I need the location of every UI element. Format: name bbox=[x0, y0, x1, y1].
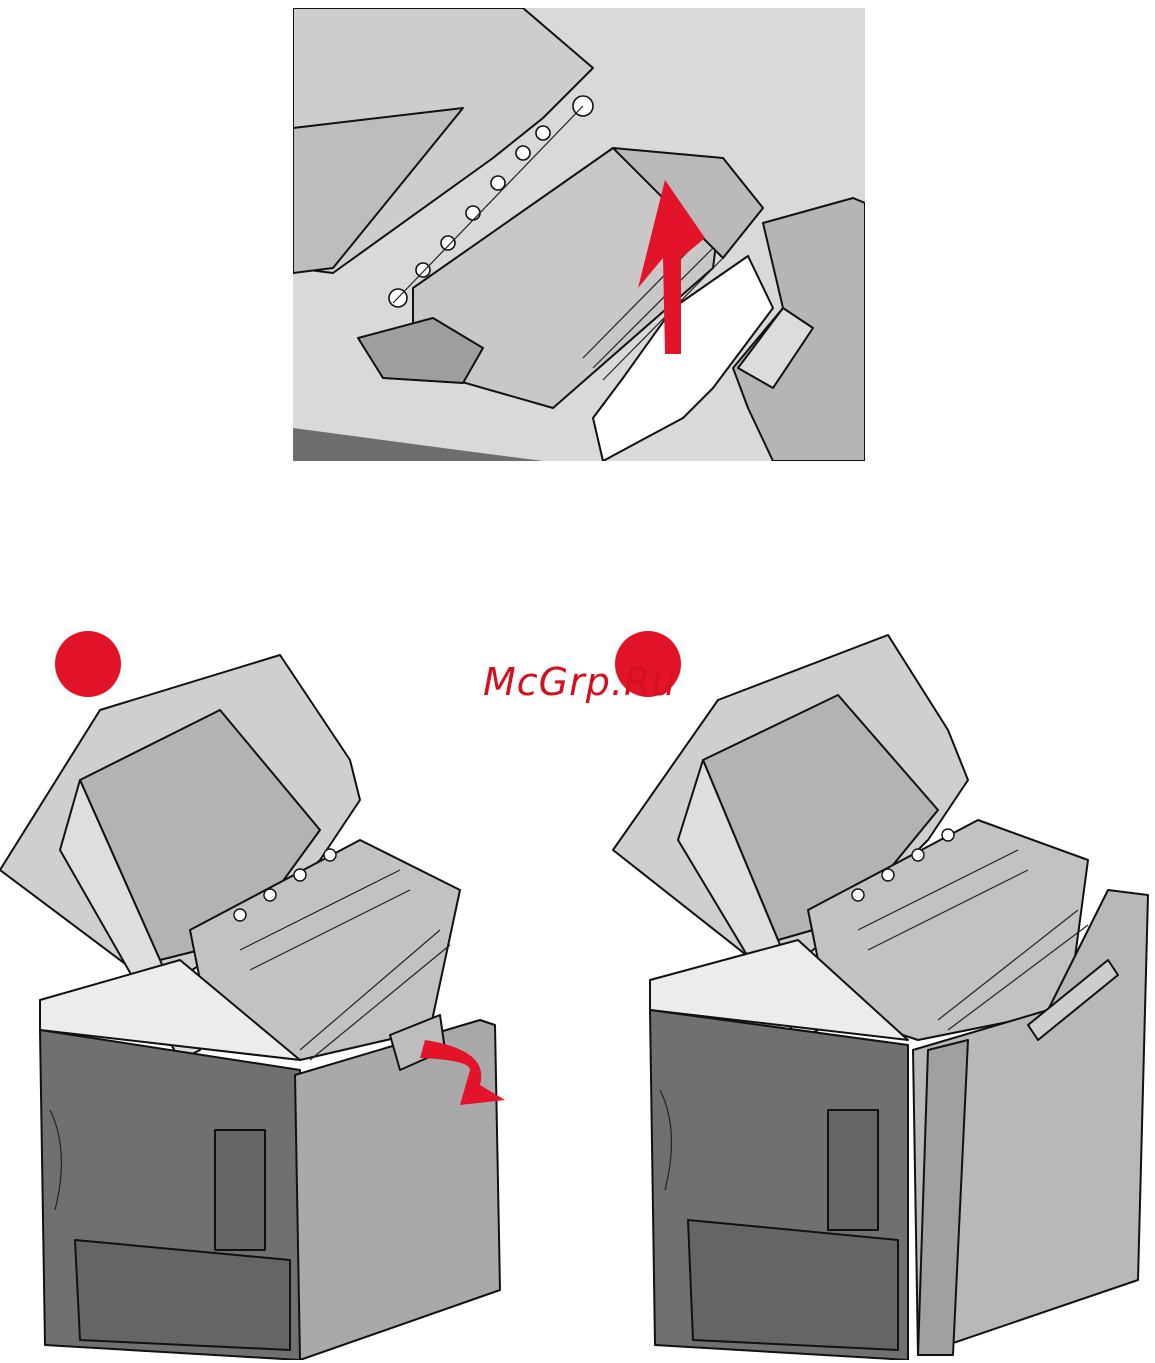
figure-paper-jam-closeup bbox=[293, 8, 865, 461]
watermark-text: McGrp.Ru bbox=[483, 660, 676, 704]
figure-printer-door-closed bbox=[0, 630, 520, 1360]
step-badge-1 bbox=[55, 631, 121, 697]
figure-printer-door-open bbox=[608, 630, 1155, 1360]
